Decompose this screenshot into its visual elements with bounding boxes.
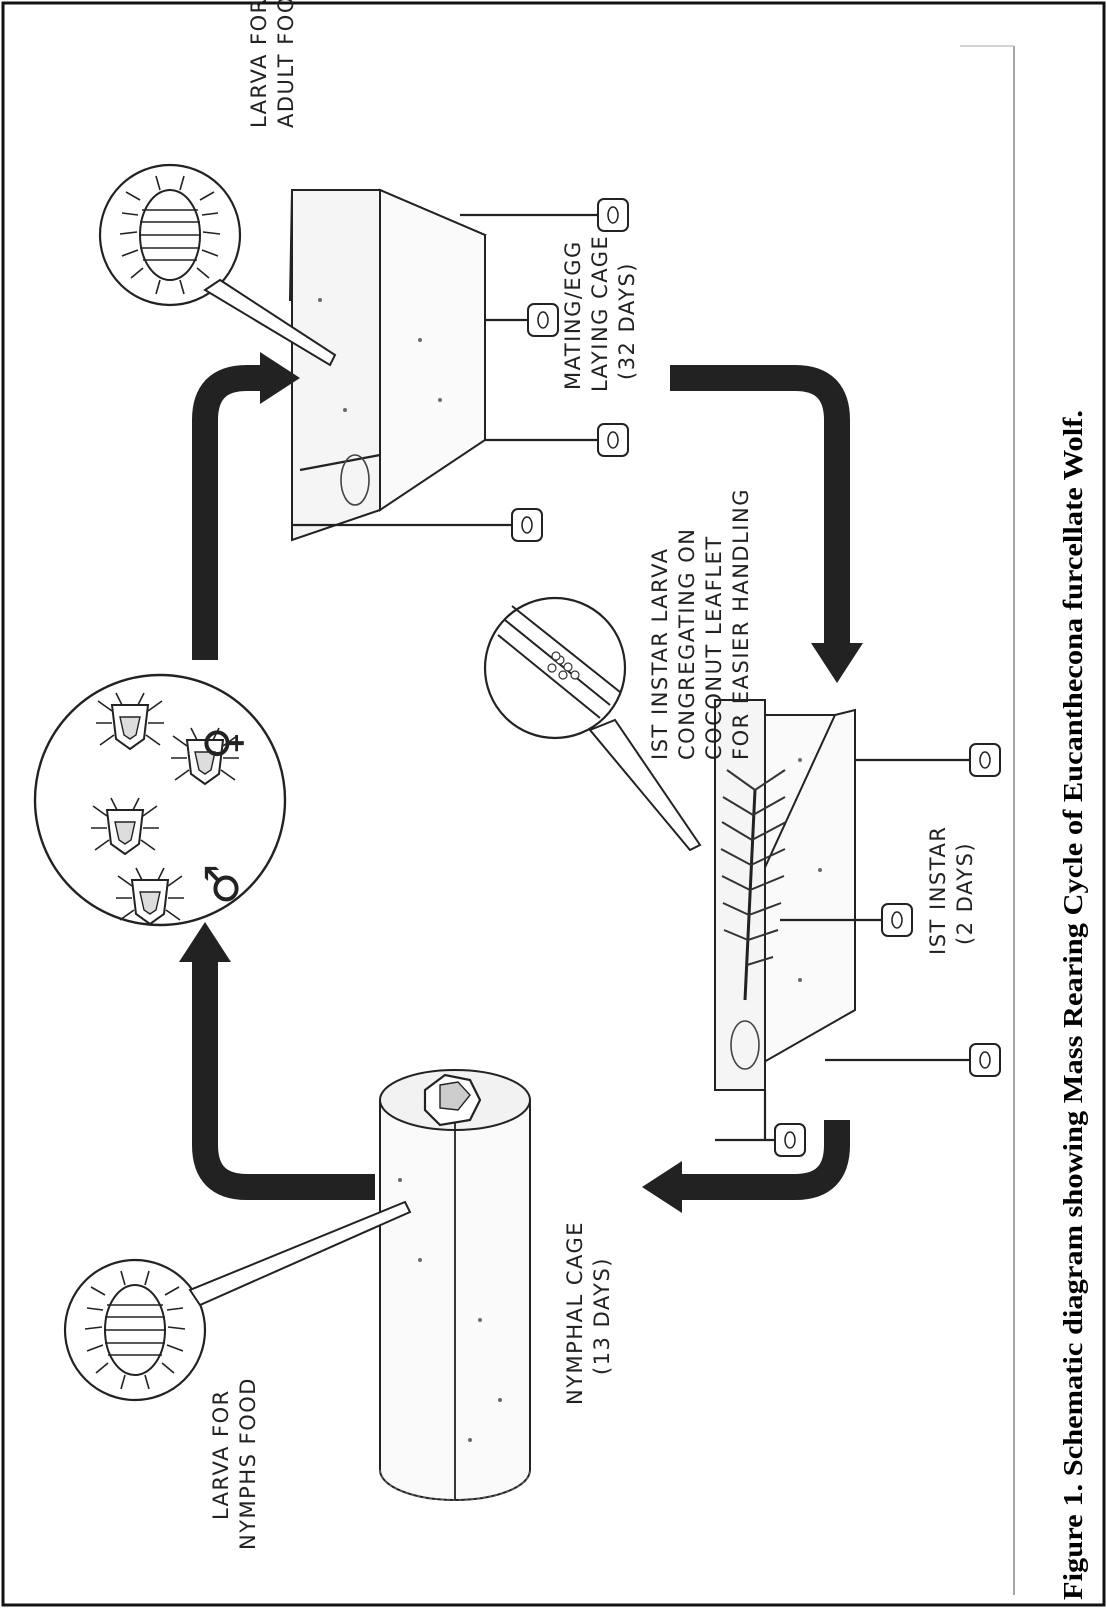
nymphal-cage-cylinder xyxy=(379,1069,531,1501)
larva-nymph-food-label-line1: LARVA FOR xyxy=(209,1389,233,1520)
first-instar-cage-leg-cup xyxy=(881,903,913,937)
adult-stink-bug-icon xyxy=(91,797,159,856)
first-instar-cage-label-line2: (2 DAYS) xyxy=(953,842,977,945)
mating-cage-leg-cup xyxy=(527,303,559,337)
mating-egg-laying-cage xyxy=(288,188,629,542)
larva-adult-food-label-line1: LARVA FOR xyxy=(247,0,271,128)
mating-cage-screen-vent xyxy=(340,454,370,506)
mating-cage-side-face xyxy=(291,189,381,542)
first-instar-larva-label-line2: CONGREGATING ON xyxy=(675,528,699,760)
larva-nymph-food-callout xyxy=(63,1200,412,1402)
mating-cage-label-line1: MATING/EGG xyxy=(561,240,585,390)
mating-cage-leg-cup xyxy=(597,423,629,457)
larva-nymph-food-label-line2: NYMPHS FOOD xyxy=(236,1377,260,1550)
mating-cage-leg-cup xyxy=(597,198,629,232)
first-instar-larva-label-line4: FOR EASIER HANDLING xyxy=(729,488,753,760)
first-instar-cage-screen-vent xyxy=(730,1020,760,1070)
mating-cage-label-line3: (32 DAYS) xyxy=(615,262,639,380)
adult-stink-bug-icon xyxy=(171,727,239,786)
coconut-leaflet-icon xyxy=(720,769,787,1001)
first-instar-cage-label-line1: IST INSTAR xyxy=(926,826,950,955)
caterpillar-larva-icon xyxy=(119,175,221,295)
mating-cage-front-face xyxy=(379,188,486,512)
adult-stink-bug-icon xyxy=(96,692,164,751)
first-instar-cage-leg-cup xyxy=(774,1123,806,1157)
first-instar-cage xyxy=(714,699,1001,1157)
mating-cage-leg-cup xyxy=(511,508,543,542)
nymphal-cage-label-line1: NYMPHAL CAGE xyxy=(563,1221,587,1405)
first-instar-larva-label-line1: IST INSTAR LARVA xyxy=(648,548,672,760)
mating-cage-label-line2: LAYING CAGE xyxy=(588,235,612,392)
figure-caption: Figure 1. Schematic diagram showing Mass… xyxy=(1058,410,1088,1600)
adult-bugs-circle: ♀ ♂ xyxy=(33,673,287,927)
arrow-mating-to-first-instar xyxy=(670,365,863,683)
arrow-nymphal-to-adults xyxy=(179,922,375,1200)
caterpillar-larva-icon xyxy=(84,1270,186,1390)
first-instar-larva-callout xyxy=(483,596,702,852)
first-instar-larva-label-line3: COCONUT LEAFLET xyxy=(702,535,726,760)
larva-adult-food-callout xyxy=(98,163,337,367)
arrow-first-instar-to-nymphal xyxy=(642,1120,850,1213)
male-symbol-icon: ♂ xyxy=(195,864,249,905)
female-symbol-icon: ♀ xyxy=(195,726,249,760)
first-instar-cage-leg-cup xyxy=(969,1043,1001,1077)
larva-cluster-icon xyxy=(547,651,580,680)
adult-stink-bug-icon xyxy=(116,867,184,926)
nymphal-cage-label-line2: (13 DAYS) xyxy=(590,1257,614,1375)
larva-adult-food-label-line2: ADULT FOOD xyxy=(274,0,298,128)
arrow-adults-to-mating xyxy=(192,352,300,660)
first-instar-cage-leg-cup xyxy=(969,743,1001,777)
